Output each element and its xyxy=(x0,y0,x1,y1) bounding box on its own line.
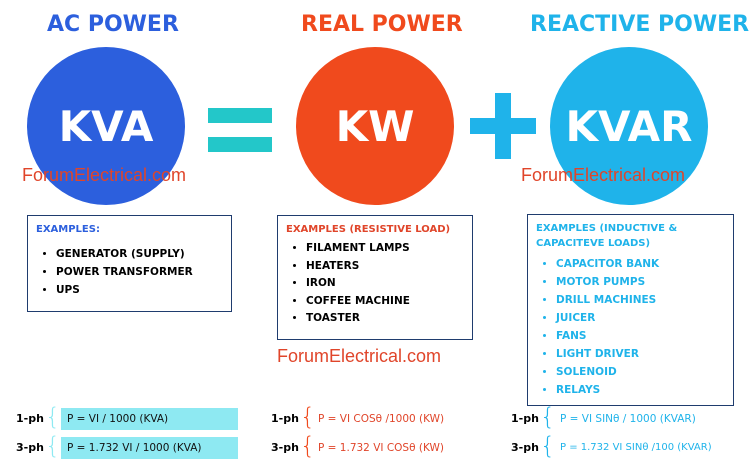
list-item: FILAMENT LAMPS xyxy=(306,240,464,258)
list-item: POWER TRANSFORMER xyxy=(56,263,223,281)
ac-examples-box: EXAMPLES: GENERATOR (SUPPLY) POWER TRANS… xyxy=(27,215,232,312)
reactive-title-line1: EXAMPLES (INDUCTIVE & xyxy=(536,223,678,234)
reactive-3ph-label: 3-ph xyxy=(511,441,539,454)
brace-icon: { xyxy=(45,432,61,460)
reactive-3ph-formula: P = 1.732 VI SINθ /100 (KVAR) xyxy=(560,442,712,453)
list-item: JUICER xyxy=(556,309,725,327)
equals-sign-icon xyxy=(208,108,272,152)
list-item: IRON xyxy=(306,275,464,293)
plus-sign-icon xyxy=(470,93,536,159)
list-item: FANS xyxy=(556,327,725,345)
brace-icon: { xyxy=(45,403,61,431)
list-item: RELAYS xyxy=(556,381,725,399)
watermark-center: ForumElectrical.com xyxy=(277,346,442,366)
list-item: DRILL MACHINES xyxy=(556,291,725,309)
watermark-right: ForumElectrical.com xyxy=(521,165,686,185)
kva-label: KVA xyxy=(58,101,154,151)
reactive-power-heading: REACTIVE POWER xyxy=(530,12,750,37)
real-3ph-formula: P = 1.732 VI COSθ (KW) xyxy=(318,442,444,454)
brace-icon: { xyxy=(300,403,316,431)
kw-circle: KW xyxy=(296,47,454,205)
brace-icon: { xyxy=(300,432,316,460)
list-item: TOASTER xyxy=(306,310,464,328)
real-3ph-label: 3-ph xyxy=(271,441,299,454)
kva-circle: KVA xyxy=(27,47,185,205)
list-item: HEATERS xyxy=(306,258,464,276)
ac-3ph-formula: P = 1.732 VI / 1000 (KVA) xyxy=(61,437,238,459)
watermark-left: ForumElectrical.com xyxy=(22,165,187,185)
reactive-title-line2: CAPACITEVE LOADS) xyxy=(536,238,651,249)
ac-power-heading: AC POWER xyxy=(47,12,179,37)
ac-1ph-label: 1-ph xyxy=(16,412,44,425)
reactive-1ph-formula: P = VI SINθ / 1000 (KVAR) xyxy=(560,413,696,425)
real-power-heading: REAL POWER xyxy=(301,12,463,37)
ac-3ph-label: 3-ph xyxy=(16,441,44,454)
brace-icon: { xyxy=(540,403,556,431)
kvar-label: KVAR xyxy=(565,101,693,151)
list-item: SOLENOID xyxy=(556,363,725,381)
reactive-examples-list: CAPACITOR BANK MOTOR PUMPS DRILL MACHINE… xyxy=(536,255,725,399)
real-examples-title: EXAMPLES (RESISTIVE LOAD) xyxy=(286,224,451,235)
list-item: MOTOR PUMPS xyxy=(556,273,725,291)
real-1ph-label: 1-ph xyxy=(271,412,299,425)
ac-1ph-formula: P = VI / 1000 (KVA) xyxy=(61,408,238,430)
reactive-examples-title: EXAMPLES (INDUCTIVE & CAPACITEVE LOADS) xyxy=(536,221,725,251)
real-1ph-formula: P = VI COSθ /1000 (KW) xyxy=(318,413,445,425)
kw-label: KW xyxy=(335,101,415,151)
kvar-circle: KVAR xyxy=(550,47,708,205)
reactive-1ph-label: 1-ph xyxy=(511,412,539,425)
brace-icon: { xyxy=(540,432,556,460)
real-examples-box: EXAMPLES (RESISTIVE LOAD) FILAMENT LAMPS… xyxy=(277,215,473,340)
reactive-examples-box: EXAMPLES (INDUCTIVE & CAPACITEVE LOADS) … xyxy=(527,214,734,406)
list-item: COFFEE MACHINE xyxy=(306,293,464,311)
list-item: UPS xyxy=(56,281,223,299)
list-item: GENERATOR (SUPPLY) xyxy=(56,245,223,263)
real-examples-list: FILAMENT LAMPS HEATERS IRON COFFEE MACHI… xyxy=(286,240,464,328)
list-item: CAPACITOR BANK xyxy=(556,255,725,273)
ac-examples-list: GENERATOR (SUPPLY) POWER TRANSFORMER UPS xyxy=(36,245,223,299)
ac-examples-title: EXAMPLES: xyxy=(36,224,100,235)
list-item: LIGHT DRIVER xyxy=(556,345,725,363)
